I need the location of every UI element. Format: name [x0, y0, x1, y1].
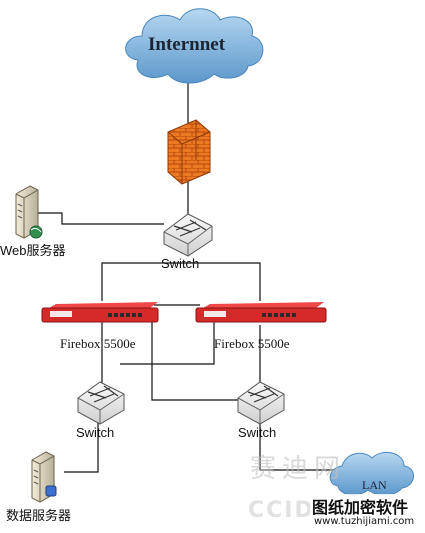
internet-cloud — [125, 8, 264, 84]
firebox-left-icon — [41, 302, 159, 323]
lan-label: LAN — [362, 478, 387, 492]
firebox-right-icon — [195, 302, 327, 323]
internet-label: Internnet — [148, 34, 226, 55]
switch-left-label: Switch — [76, 425, 115, 440]
watermark-url: www.tuzhijiami.com — [314, 516, 415, 527]
lan-cloud — [329, 451, 414, 496]
firebox-left-label: Firebox 5500e — [60, 336, 136, 351]
switch-left-icon — [77, 381, 125, 425]
firebox-right-label: Firebox 5500e — [214, 336, 290, 351]
data-server-icon — [31, 451, 57, 503]
watermark-software: 图纸加密软件 — [310, 494, 411, 518]
connection-lines — [38, 62, 345, 473]
firewall-icon — [167, 119, 211, 185]
data-server-label: 数据服务器 — [6, 508, 72, 523]
web-server-label: Web服务器 — [0, 243, 66, 258]
switch-top-label: Switch — [161, 256, 200, 271]
switch-right-label: Switch — [238, 425, 277, 440]
web-server-icon — [15, 185, 43, 239]
switch-top-icon — [163, 213, 213, 257]
watermark-site-cn: 赛迪网 — [250, 454, 347, 484]
switch-right-icon — [237, 381, 285, 425]
watermark-site-en: CCID — [248, 498, 315, 523]
